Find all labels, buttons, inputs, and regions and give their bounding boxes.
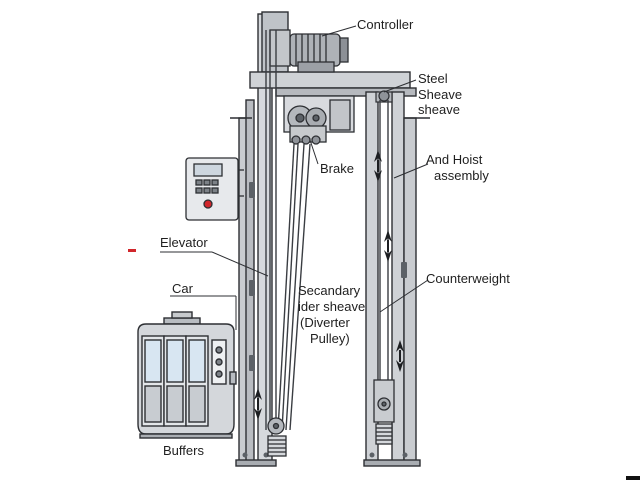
- counterweight-top-pulley: [375, 90, 393, 103]
- label-car: Car: [172, 281, 194, 296]
- label-secondary-4: Pulley): [310, 331, 350, 346]
- label-controller: Controller: [357, 17, 414, 32]
- double-arrow-icon: [254, 150, 404, 420]
- leader-lines: [160, 25, 429, 330]
- label-brake: Brake: [320, 161, 354, 176]
- label-secondary-2: ider sheave: [298, 299, 365, 314]
- label-buffers: Buffers: [163, 443, 204, 458]
- control-panel-icon: [185, 157, 244, 221]
- label-secondary-3: (Diverter: [300, 315, 351, 330]
- top-beam: [249, 71, 411, 89]
- counterweight-bottom: [373, 379, 395, 445]
- label-elevator: Elevator: [160, 235, 208, 250]
- sheave-assembly: [283, 95, 355, 145]
- spring-buffer-icon: [267, 417, 287, 457]
- label-secondary-1: Secandary: [298, 283, 361, 298]
- label-steel-3: sheave: [418, 102, 460, 117]
- base-right: [363, 459, 421, 467]
- column-bolts: [242, 182, 408, 458]
- red-mark: [128, 249, 136, 252]
- base-left: [235, 459, 277, 467]
- label-hoist-2: assembly: [434, 168, 489, 183]
- label-counterweight: Counterweight: [426, 271, 510, 286]
- corner-mark: [626, 476, 640, 480]
- label-steel-1: Steel: [418, 71, 448, 86]
- label-hoist-1: And Hoist: [426, 152, 483, 167]
- label-steel-2: Sheave: [418, 87, 462, 102]
- elevator-car: [137, 311, 237, 439]
- electric-motor-icon: [269, 29, 349, 73]
